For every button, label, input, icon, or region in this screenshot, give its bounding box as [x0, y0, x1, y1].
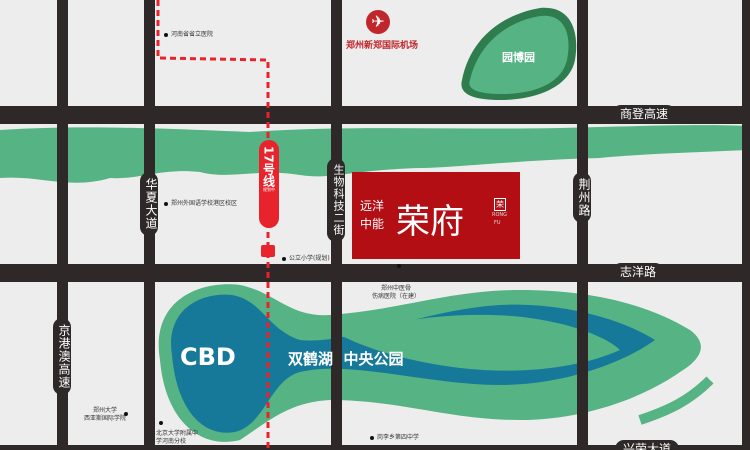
road-zhiyang: 志洋路 [612, 263, 665, 282]
pinyin2: FU [494, 220, 501, 226]
poi-primary: 公立小学(规划) [282, 255, 330, 263]
poi-pku: 北京大学附属中学河南分校 [156, 430, 199, 445]
metro-status: 规划中 [263, 186, 275, 192]
airplane-icon: ✈ [366, 10, 390, 34]
poi-middle-school: 岗李乡第四中学 [370, 434, 419, 442]
poi-tcm: 郑州中医骨伤病医院（在建） [372, 285, 421, 300]
poi-pku-dot [159, 421, 163, 425]
brand-line2: 中能 [360, 217, 385, 231]
poi-zzu: 郑州大学西亚斯国际学院 [84, 407, 127, 422]
poi-hospital: 河南省省立医院 [164, 31, 213, 39]
metro-station-icon [261, 245, 275, 257]
road-huaxia: 华夏大道 [140, 172, 158, 236]
poi-tcm-dot [397, 264, 401, 268]
road-shangdeng: 商登高速 [612, 105, 677, 124]
road-shengwu: 生物科技二街 [327, 158, 345, 242]
airport-label: 郑州新郑国际机场 [346, 41, 419, 51]
park-label: 双鹤湖 中央公园 [288, 350, 404, 368]
green-belt [0, 125, 750, 183]
poi-foreign-school: 郑州外国语学校港区校区 [164, 200, 237, 208]
road-jingzhou: 荆州路 [573, 172, 591, 223]
project-block: 远洋 中能 荣府 荣 RONG FU [352, 172, 520, 259]
brand-line1: 远洋 [360, 199, 385, 213]
metro-line-badge: 17号线 规划中 [259, 140, 279, 228]
cbd-label: CBD [180, 343, 236, 371]
poi-zzu-dot [124, 412, 128, 416]
metro-line-label: 17号线 [261, 146, 276, 187]
pinyin1: RONG [492, 212, 508, 218]
road-jinggangao: 京港澳高速 [53, 318, 71, 395]
project-name: 荣府 [396, 202, 464, 242]
road-bottom: 兴荣大道 [615, 440, 680, 450]
yuanbo-label: 园博园 [502, 51, 535, 64]
seal-icon: 荣 [494, 198, 506, 211]
